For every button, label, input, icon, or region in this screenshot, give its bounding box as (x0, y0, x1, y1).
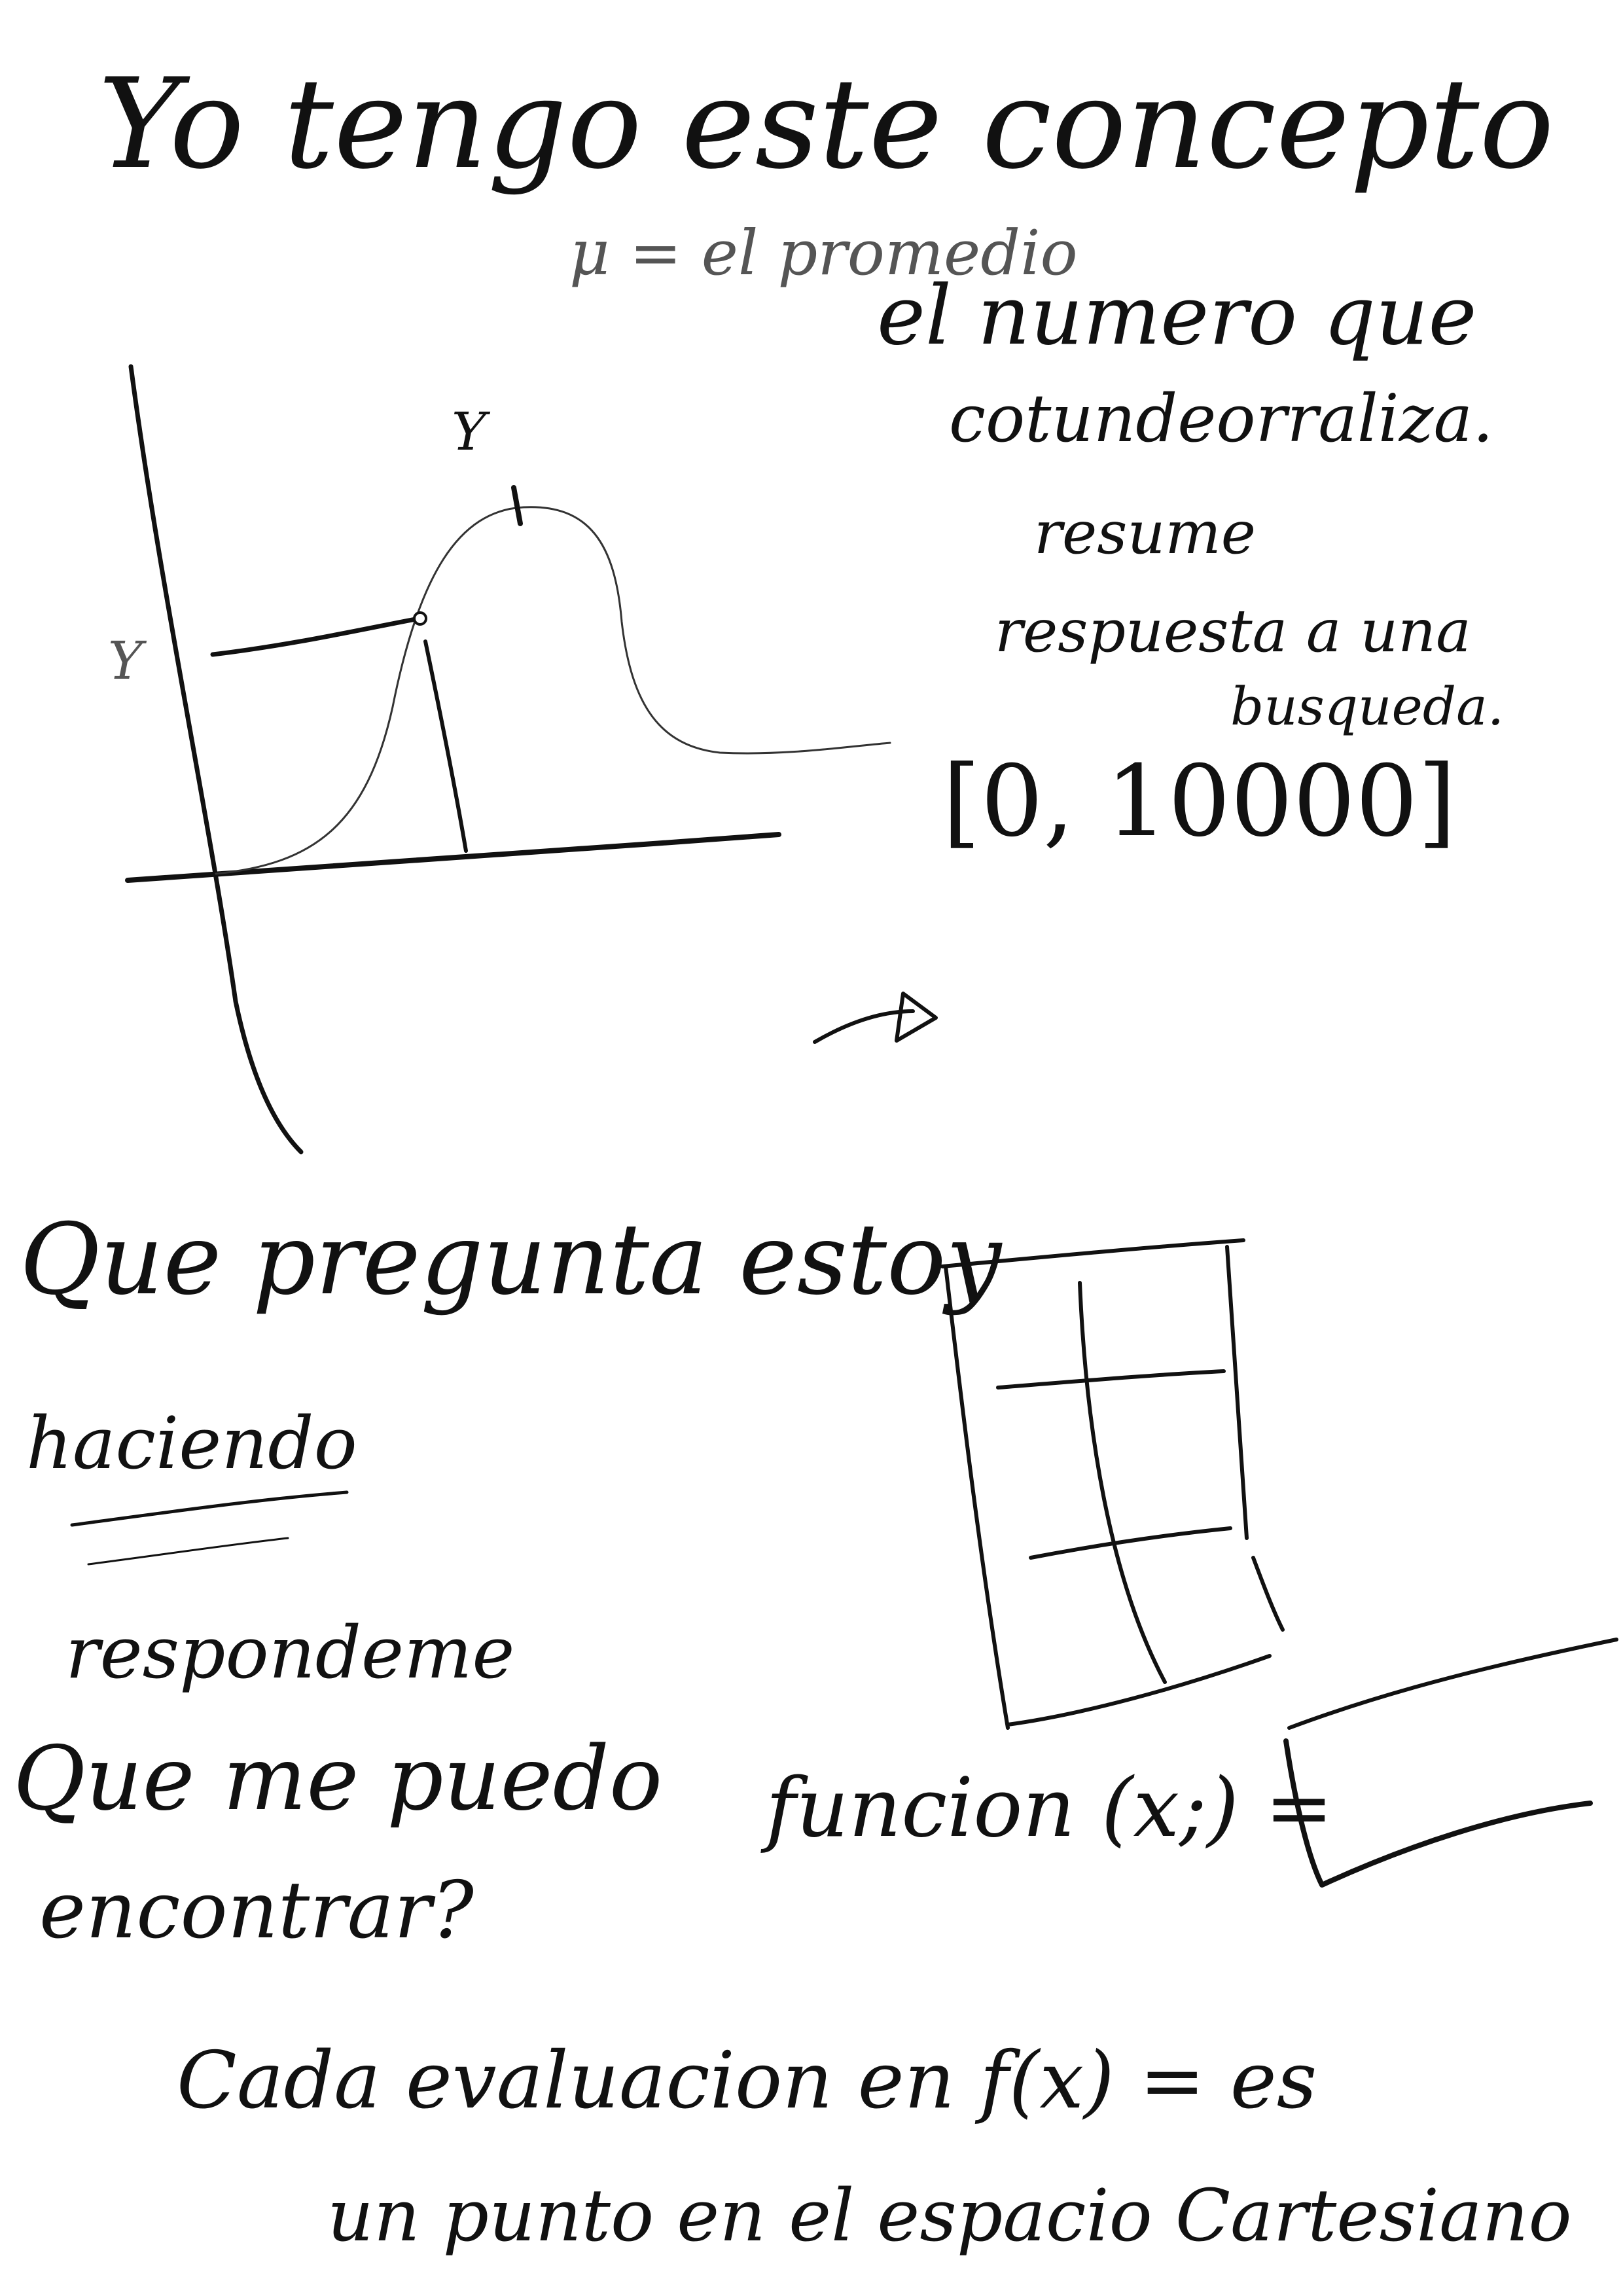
definition-line-1: el numero que (877, 268, 1477, 363)
graph-x-drop-line (423, 639, 468, 853)
arrow-icon (813, 992, 938, 1044)
function-top-line (1287, 1638, 1618, 1730)
footer-line-1: Cada evaluacion en f(x) = es (177, 2036, 1317, 2126)
definition-line-3: resume (1034, 499, 1257, 567)
grid-top-border (940, 1238, 1245, 1268)
function-label: funcion (x;) = (766, 1761, 1334, 1856)
grid-right-border-lower (1251, 1556, 1285, 1632)
grid-row-line-1 (996, 1369, 1226, 1390)
definition-line-4: respuesta a una (995, 597, 1471, 666)
graph-bell-curve (215, 506, 891, 875)
answer-line-1: respondeme (65, 1611, 515, 1695)
grid-middle-column (1078, 1281, 1167, 1684)
footer-line-2: un punto en el espacio Cartesiano (327, 2174, 1572, 2257)
graph-y-level-line (210, 616, 421, 657)
definition-line-5: busqueda. (1230, 676, 1505, 737)
range-label: [0, 10000] (942, 745, 1457, 859)
question-line-2: haciendo (26, 1401, 357, 1485)
grid-row-line-2 (1029, 1526, 1232, 1560)
graph-y-label-side: Y (108, 630, 143, 691)
graph-peak-tick (511, 485, 523, 526)
graph-y-axis (128, 364, 304, 1155)
answer-line-2: Que me puedo (13, 1727, 663, 1830)
definition-line-2: cotundeorraliza. (949, 380, 1493, 457)
question-line-1: Que pregunta estoy (20, 1203, 1002, 1317)
graph-point-marker (413, 611, 427, 626)
answer-line-3: encontrar? (39, 1865, 474, 1956)
underline-1 (70, 1490, 349, 1527)
grid-bottom-border (1006, 1654, 1272, 1727)
grid-right-border (1225, 1245, 1249, 1540)
mu-note: μ = el promedio (569, 217, 1078, 289)
underline-2 (87, 1537, 289, 1566)
graph-y-label-top: Y (452, 401, 486, 462)
grid-left-border (944, 1265, 1010, 1730)
page-title: Yo tengo este concepto (98, 52, 1554, 196)
function-graph (1283, 1738, 1593, 1888)
